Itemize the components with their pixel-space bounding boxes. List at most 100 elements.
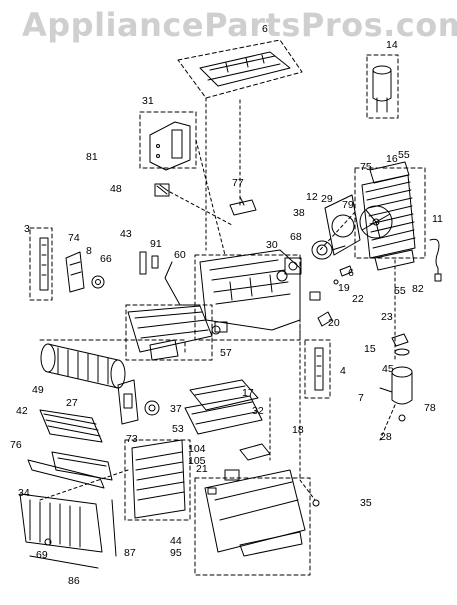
callout-29: 29 [321, 193, 333, 205]
callout-4: 4 [340, 365, 346, 377]
callout-28: 28 [380, 431, 392, 443]
part-77-bracket [229, 196, 257, 216]
part-79-fan-blade [359, 205, 393, 239]
part-18-bracket [239, 443, 271, 461]
callout-35: 35 [360, 497, 372, 509]
callout-34: 34 [18, 487, 30, 499]
part-45-grommet [394, 348, 410, 356]
part-3-side-panel [39, 237, 49, 291]
blower-housing [127, 305, 213, 361]
callout-78: 78 [424, 402, 436, 414]
part-11-power-cord [429, 238, 442, 282]
part-20-thermistor [317, 311, 333, 327]
callout-77: 77 [232, 177, 244, 189]
callout-14: 14 [386, 39, 398, 51]
callout-69: 69 [36, 549, 48, 561]
part-16-condenser [361, 161, 416, 271]
part-91-switch [151, 255, 159, 269]
callout-76: 76 [10, 439, 22, 451]
callout-79: 79 [342, 199, 354, 211]
callout-12: 12 [306, 191, 318, 203]
callout-87: 87 [124, 547, 136, 559]
callout-11: 11 [432, 213, 443, 225]
callout-16: 16 [386, 153, 398, 165]
callout-55: 55 [394, 285, 406, 297]
callout-27: 27 [66, 397, 78, 409]
callout-17: 17 [242, 387, 254, 399]
callout-8: 8 [86, 245, 92, 257]
part-6-clip [339, 265, 353, 277]
part-34-front-cabinet [19, 493, 103, 553]
watermark-logo: AppliancePartsPros.com [22, 6, 457, 44]
callout-38: 38 [293, 207, 305, 219]
part-86-strip [29, 555, 99, 569]
callout-81: 81 [86, 151, 98, 163]
callout-73: 73 [126, 433, 138, 445]
callout-22: 22 [352, 293, 364, 305]
part-30-knob [276, 270, 288, 282]
part-21-base-pan [204, 469, 306, 557]
callout-75: 75 [360, 161, 372, 173]
callout-82: 82 [412, 283, 424, 295]
callout-53: 53 [172, 423, 184, 435]
part-37-motor-mount [144, 400, 160, 416]
callout-18: 18 [292, 424, 304, 436]
callout-15: 15 [364, 343, 376, 355]
callout-66: 66 [100, 253, 112, 265]
callout-19: 19 [338, 282, 350, 294]
part-73-cover [117, 379, 139, 425]
callout-31: 31 [142, 95, 154, 107]
part-76-cover [27, 459, 105, 489]
part-67-top-bracket [199, 51, 291, 87]
callout-104: 104 [188, 443, 206, 455]
callout-23: 23 [381, 311, 393, 323]
part-68-control-board [284, 257, 302, 275]
part-27-blower-wheel [40, 343, 126, 389]
part-43-terminal [139, 251, 147, 275]
callout-32: 32 [252, 405, 264, 417]
part-38-motor [311, 240, 346, 260]
callout-91: 91 [150, 238, 162, 250]
callout-86: 86 [68, 575, 80, 587]
callout-49: 49 [32, 384, 44, 396]
part-74-bracket [65, 251, 85, 293]
callout-44: 44 [170, 535, 182, 547]
part-17-drain-channel [189, 379, 259, 411]
callout-43: 43 [120, 228, 132, 240]
part-66-bearing [91, 275, 105, 289]
callout-95: 95 [170, 547, 182, 559]
callout-6: 6 [348, 267, 354, 279]
callout-60: 60 [174, 249, 186, 261]
part-23-overload [391, 333, 409, 347]
part-29-shroud [324, 194, 361, 256]
part-22-relay [309, 291, 321, 301]
part-35-screw [312, 499, 320, 507]
part-32-pan [184, 395, 263, 435]
part-53-louvre-panel [131, 439, 186, 519]
callout-57: 57 [220, 347, 232, 359]
callout-68: 68 [290, 231, 302, 243]
callout-74: 74 [68, 232, 80, 244]
part-48-bracket [154, 183, 170, 197]
part-49-filter [39, 409, 103, 443]
part-19-screw [333, 279, 339, 285]
callout-7: 7 [358, 392, 364, 404]
callout-30: 30 [266, 239, 278, 251]
part-31-panel [149, 121, 191, 171]
callout-67: 67 [262, 23, 274, 35]
grouping-boxes [29, 39, 426, 576]
callout-105: 105 [188, 455, 206, 467]
callout-3: 3 [24, 223, 30, 235]
callout-55: 55 [398, 149, 410, 161]
callout-42: 42 [16, 405, 28, 417]
callout-21: 21 [196, 463, 208, 475]
part-60-rod [164, 261, 196, 306]
part-42-front-grille [51, 451, 113, 481]
leader-lines [39, 97, 396, 501]
part-78-compressor [379, 366, 413, 422]
part-57-fitting [211, 325, 221, 335]
callout-20: 20 [328, 317, 340, 329]
